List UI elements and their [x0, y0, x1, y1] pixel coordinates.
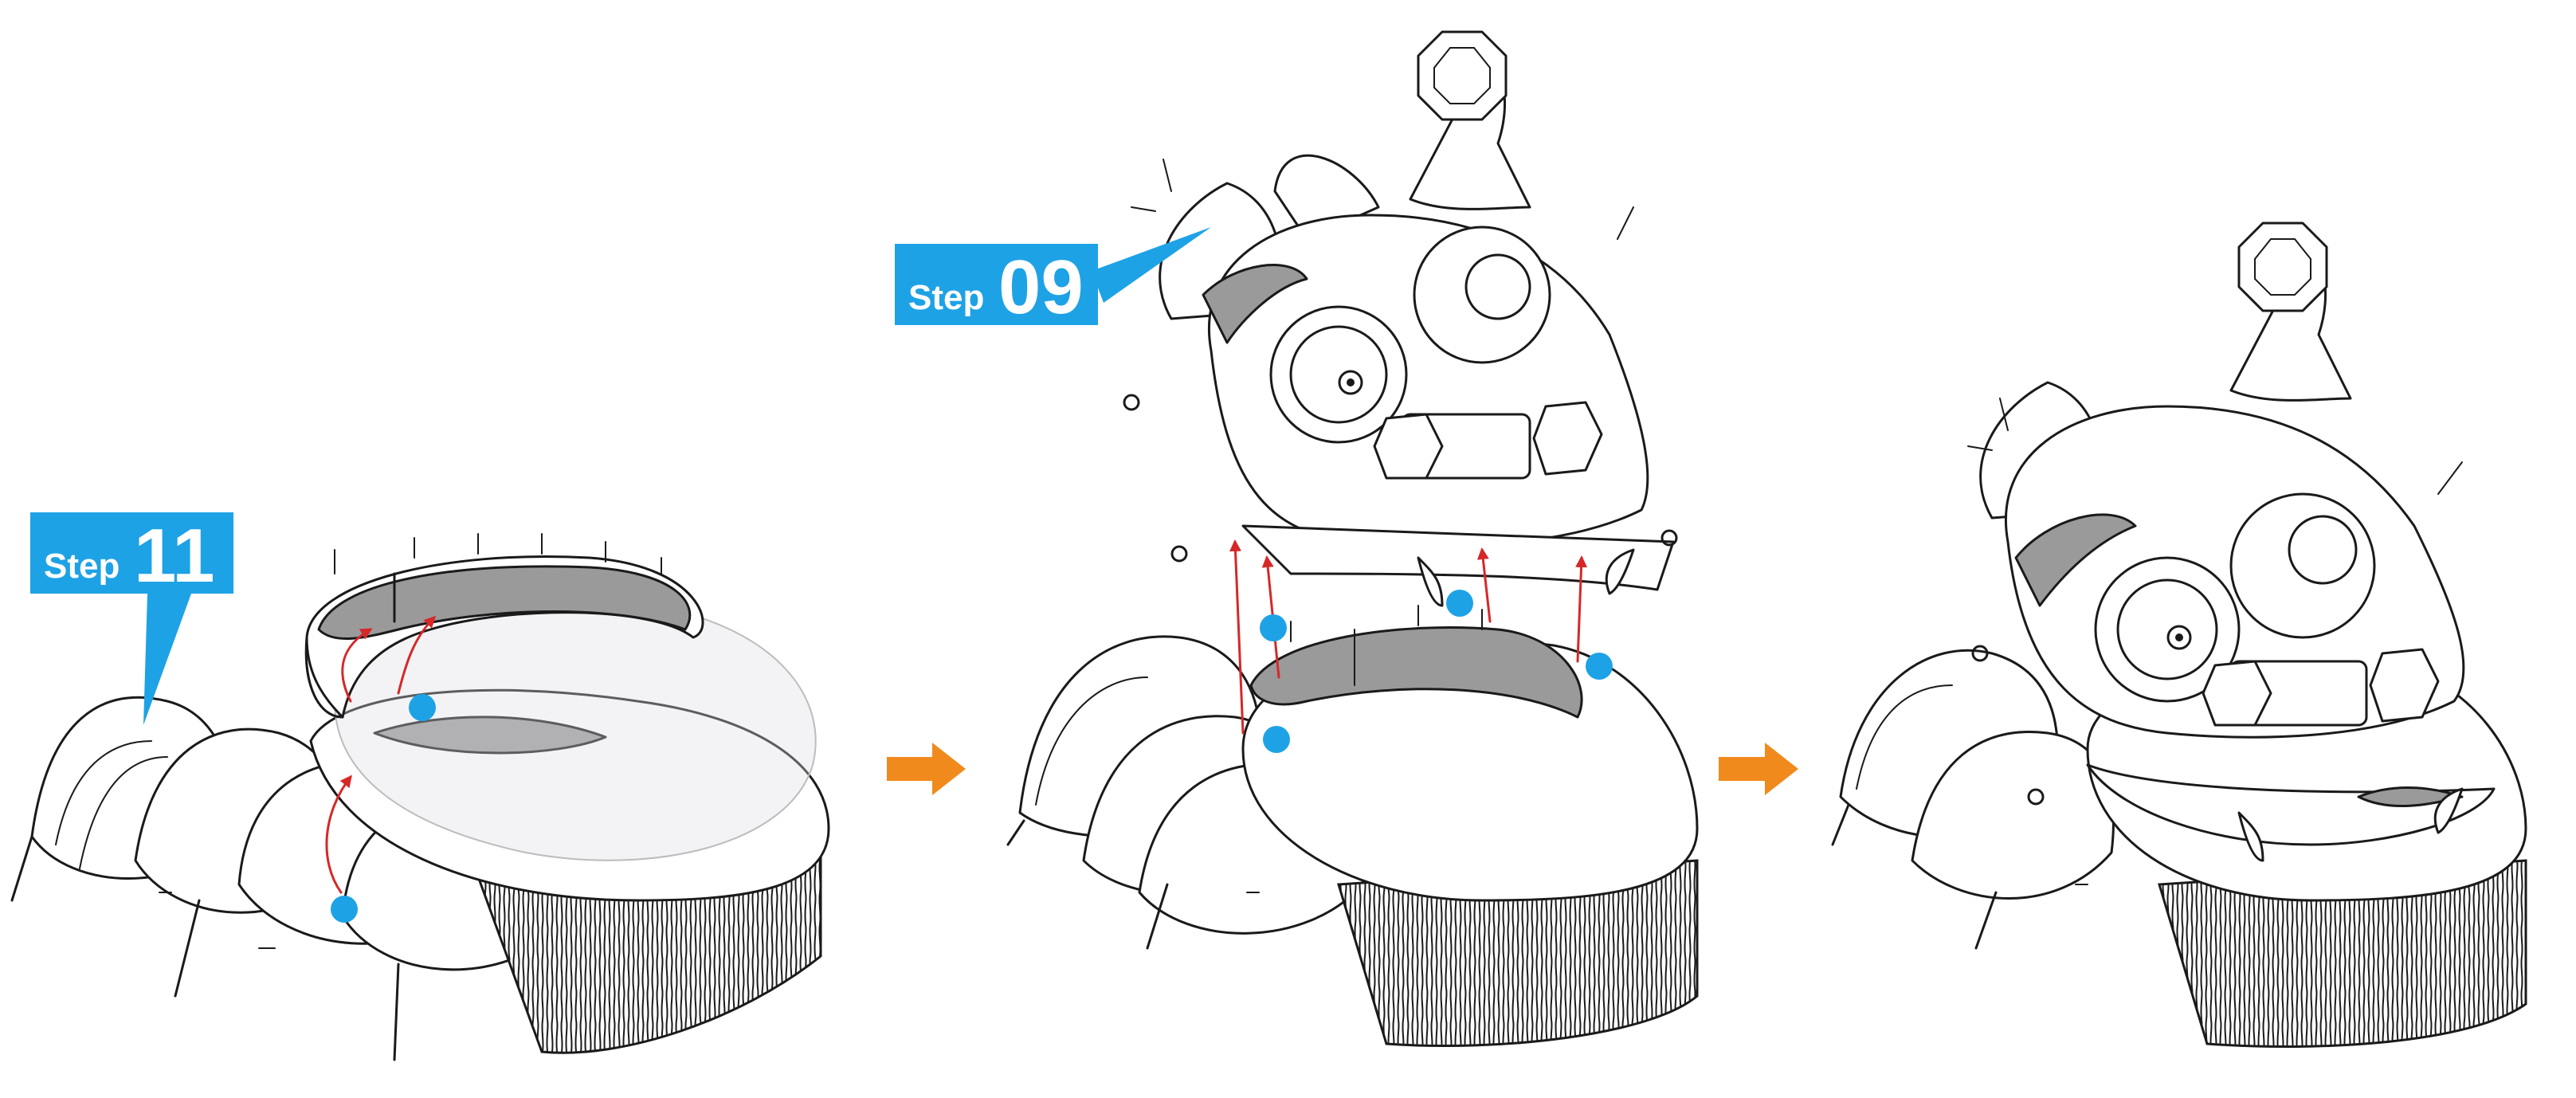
step-badge-11: Step 11: [30, 512, 233, 725]
blue-dot-icon: [1446, 590, 1473, 617]
right-arrow-icon: [887, 743, 966, 795]
right-arrow-icon: [1719, 743, 1798, 795]
blue-dot-icon: [1260, 614, 1287, 641]
blue-dot-icon: [1586, 653, 1613, 680]
blue-dot-icon: [331, 896, 358, 923]
panel-step-11: Step 11: [12, 512, 829, 1060]
step-number: 11: [134, 513, 214, 598]
step-number: 09: [998, 245, 1084, 330]
step-label: Step: [908, 278, 984, 317]
blue-dot-icon: [1263, 726, 1290, 753]
gem-icon: [2239, 223, 2327, 311]
panel-assembled: [1833, 223, 2526, 1046]
step-label: Step: [44, 547, 120, 586]
blue-dot-icon: [409, 694, 436, 721]
panel-step-09: Step 09: [895, 32, 1697, 1046]
lion-head: [1124, 32, 1676, 606]
gem-icon: [1418, 32, 1506, 120]
